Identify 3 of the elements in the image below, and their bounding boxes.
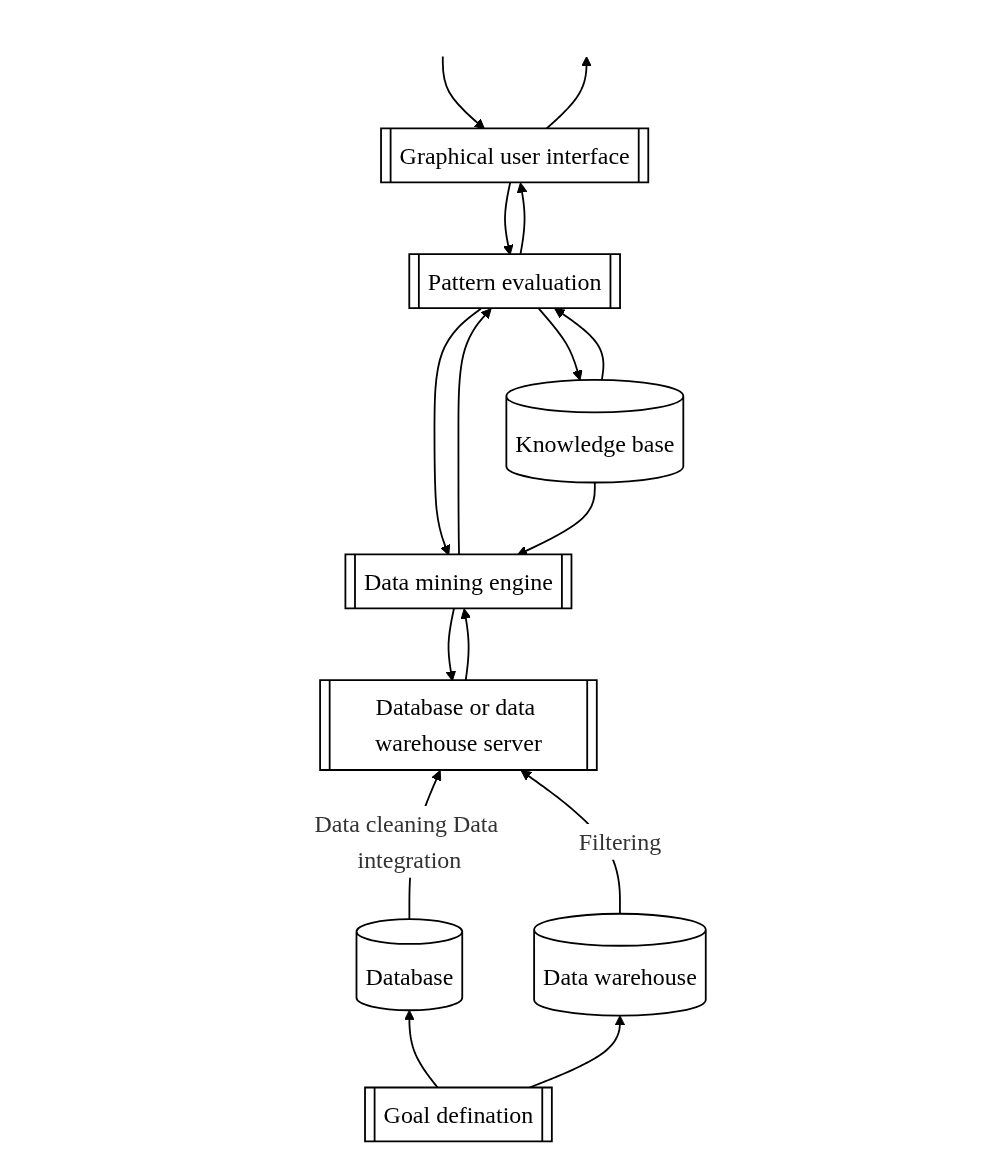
- edge-label: Data cleaning Data integration: [314, 810, 499, 874]
- arrow: [554, 308, 605, 381]
- edge-label: Filtering: [579, 828, 662, 856]
